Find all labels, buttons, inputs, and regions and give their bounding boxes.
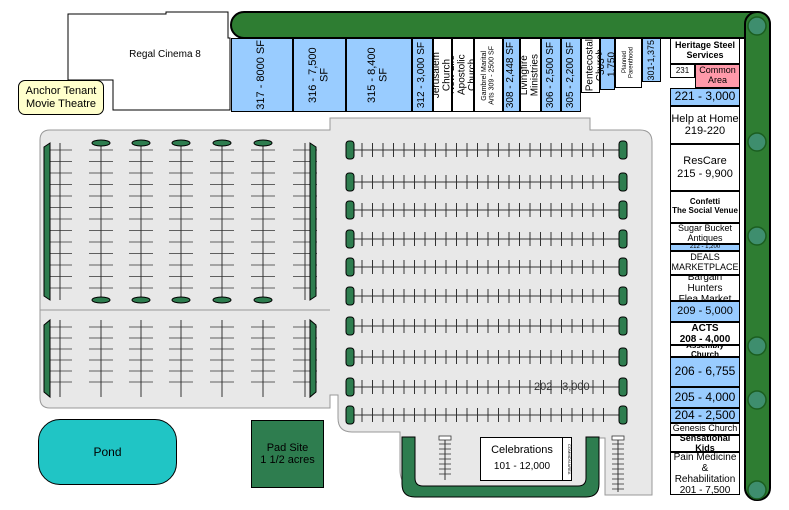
retail-unit-right-11: Bargain Hunters Flea Market bbox=[670, 275, 740, 301]
retail-unit-label: Latino Pentecostal Church bbox=[581, 39, 600, 92]
retail-unit-label: Jerusalem Church bbox=[433, 51, 452, 99]
retail-unit-label: Gambrel Marital Arts 309 - 2500 SF bbox=[481, 45, 496, 105]
retail-unit-right-6: ResCare 215 - 9,900 bbox=[670, 144, 740, 191]
retail-unit-top-9: Livingfire Ministries bbox=[520, 38, 541, 112]
retail-unit-top-7: Gambrel Marital Arts 309 - 2500 SF bbox=[474, 38, 503, 112]
retail-unit-label: Sugar Bucket Antiques bbox=[677, 223, 733, 243]
lot-label-202: 202 - 3,000 bbox=[534, 381, 590, 393]
retail-unit-right-10: DEALS MARKETPLACE bbox=[670, 251, 740, 275]
retail-unit-label: 205 - 4,000 bbox=[674, 389, 736, 404]
retail-unit-label: 301-1,375 bbox=[645, 39, 656, 81]
retail-unit-label: Genesis Church bbox=[672, 423, 738, 434]
anchor-building-label: Regal Cinema 8 bbox=[129, 49, 201, 60]
retail-unit-label: 303 - 1,750 bbox=[600, 51, 615, 77]
retail-unit-top-5: Jerusalem Church bbox=[433, 38, 452, 112]
trees bbox=[747, 16, 767, 500]
retail-unit-label: New Life Apostolic Church bbox=[452, 54, 474, 96]
retail-unit-right-7: Confetti The Social Venue bbox=[670, 191, 740, 223]
celebrations-building: Celebrations 101 - 12,000 COMMON AREA bbox=[480, 437, 572, 481]
retail-unit-right-12: 209 - 5,000 bbox=[670, 301, 740, 322]
retail-unit-label: 315 - 8,400 SF bbox=[366, 47, 390, 103]
retail-unit-top-1: 317 - 8000 SF bbox=[231, 38, 293, 112]
retail-unit-right-19: Sensational Kids bbox=[670, 435, 740, 452]
retail-unit-label: Heritage Steel Services bbox=[674, 40, 736, 60]
retail-unit-label: Assembly Church bbox=[686, 345, 724, 357]
retail-unit-top-11: 305 - 2,200 SF bbox=[561, 38, 581, 112]
retail-unit-right-9: 212 - 1,200 bbox=[670, 244, 740, 251]
retail-unit-top-14: Planned Parenthood bbox=[615, 38, 642, 88]
retail-unit-top-4: 312 - 3,000 SF bbox=[412, 38, 433, 112]
retail-unit-label: Sensational Kids bbox=[679, 435, 731, 452]
retail-unit-label: 306 - 2,500 SF bbox=[544, 41, 556, 109]
parking-islands-right bbox=[345, 140, 628, 425]
retail-unit-label: 305 - 2,200 SF bbox=[564, 41, 576, 109]
retail-unit-right-1: Heritage Steel Services bbox=[670, 38, 740, 64]
parking-islands-left bbox=[43, 139, 317, 399]
retail-unit-right-2: 231 bbox=[670, 64, 695, 78]
retail-unit-top-2: 316 - 7,500 SF bbox=[293, 38, 346, 112]
retail-unit-top-3: 315 - 8,400 SF bbox=[346, 38, 412, 112]
anchor-tenant-callout: Anchor Tenant Movie Theatre bbox=[18, 80, 104, 115]
retail-unit-label: ACTS 208 - 4,000 bbox=[679, 322, 731, 345]
parking-rows-right bbox=[352, 143, 622, 422]
retail-unit-label: Bargain Hunters Flea Market bbox=[678, 275, 732, 301]
retail-unit-label: Livingfire Ministries bbox=[520, 53, 541, 97]
retail-unit-label: 312 - 3,000 SF bbox=[416, 41, 428, 109]
retail-unit-label: DEALS MARKETPLACE bbox=[671, 252, 739, 272]
landscape-strip-top bbox=[230, 11, 771, 39]
parking-columns-lower bbox=[59, 320, 306, 397]
retail-unit-top-10: 306 - 2,500 SF bbox=[541, 38, 561, 112]
celebrations-name: Celebrations bbox=[491, 444, 553, 456]
retail-unit-label: 231 bbox=[675, 65, 690, 75]
retail-unit-right-3: Common Area bbox=[695, 64, 740, 88]
retail-unit-right-13: ACTS 208 - 4,000 bbox=[670, 322, 740, 345]
retail-unit-label: 317 - 8000 SF bbox=[255, 40, 268, 110]
anchor-building bbox=[67, 11, 231, 111]
parking-stalls-left bbox=[48, 149, 317, 383]
pad-site: Pad Site 1 1/2 acres bbox=[251, 420, 324, 488]
retail-unit-top-8: 308 - 2,448 SF bbox=[503, 38, 520, 112]
parking-columns-upper bbox=[59, 143, 306, 300]
landscape-strip-right bbox=[744, 11, 771, 501]
retail-unit-right-8: Sugar Bucket Antiques bbox=[670, 223, 740, 244]
retail-unit-right-20: Pain Medicine & Rehabilitation 201 - 7,5… bbox=[670, 452, 740, 495]
retail-unit-top-15: 301-1,375 bbox=[642, 38, 661, 82]
retail-unit-label: Confetti The Social Venue bbox=[672, 197, 738, 215]
retail-unit-label: Help at Home 219-220 bbox=[671, 112, 739, 137]
retail-unit-right-17: 204 - 2,500 bbox=[670, 408, 740, 423]
retail-unit-right-16: 205 - 4,000 bbox=[670, 387, 740, 408]
retail-unit-top-12: Latino Pentecostal Church bbox=[581, 38, 600, 93]
retail-unit-right-4: 221 - 3,000 bbox=[670, 88, 740, 106]
retail-unit-label: 212 - 1,200 bbox=[689, 244, 721, 251]
pond: Pond bbox=[38, 419, 177, 485]
celebrations-common-area: COMMON AREA bbox=[562, 438, 572, 480]
retail-unit-right-18: Genesis Church bbox=[670, 423, 740, 435]
retail-unit-label: 204 - 2,500 bbox=[674, 408, 736, 422]
retail-unit-label: Pain Medicine & Rehabilitation 201 - 7,5… bbox=[673, 452, 737, 495]
retail-unit-right-14: Assembly Church bbox=[670, 345, 740, 357]
retail-unit-label: Common Area bbox=[699, 65, 736, 85]
retail-unit-label: 221 - 3,000 bbox=[674, 89, 736, 104]
retail-unit-right-15: 206 - 6,755 bbox=[670, 357, 740, 387]
retail-unit-label: ResCare 215 - 9,900 bbox=[677, 155, 733, 180]
landscape-u-island bbox=[401, 436, 600, 498]
celebrations-size: 101 - 12,000 bbox=[493, 461, 551, 472]
retail-unit-top-6: New Life Apostolic Church bbox=[452, 38, 474, 112]
retail-unit-label: Planned Parenthood bbox=[622, 47, 635, 79]
retail-unit-label: 209 - 5,000 bbox=[677, 305, 733, 318]
retail-unit-label: 308 - 2,448 SF bbox=[505, 41, 517, 109]
retail-unit-top-13: 303 - 1,750 bbox=[600, 38, 615, 90]
retail-unit-label: 316 - 7,500 SF bbox=[306, 47, 331, 103]
retail-unit-label: 206 - 6,755 bbox=[674, 364, 736, 379]
retail-unit-right-5: Help at Home 219-220 bbox=[670, 106, 740, 144]
